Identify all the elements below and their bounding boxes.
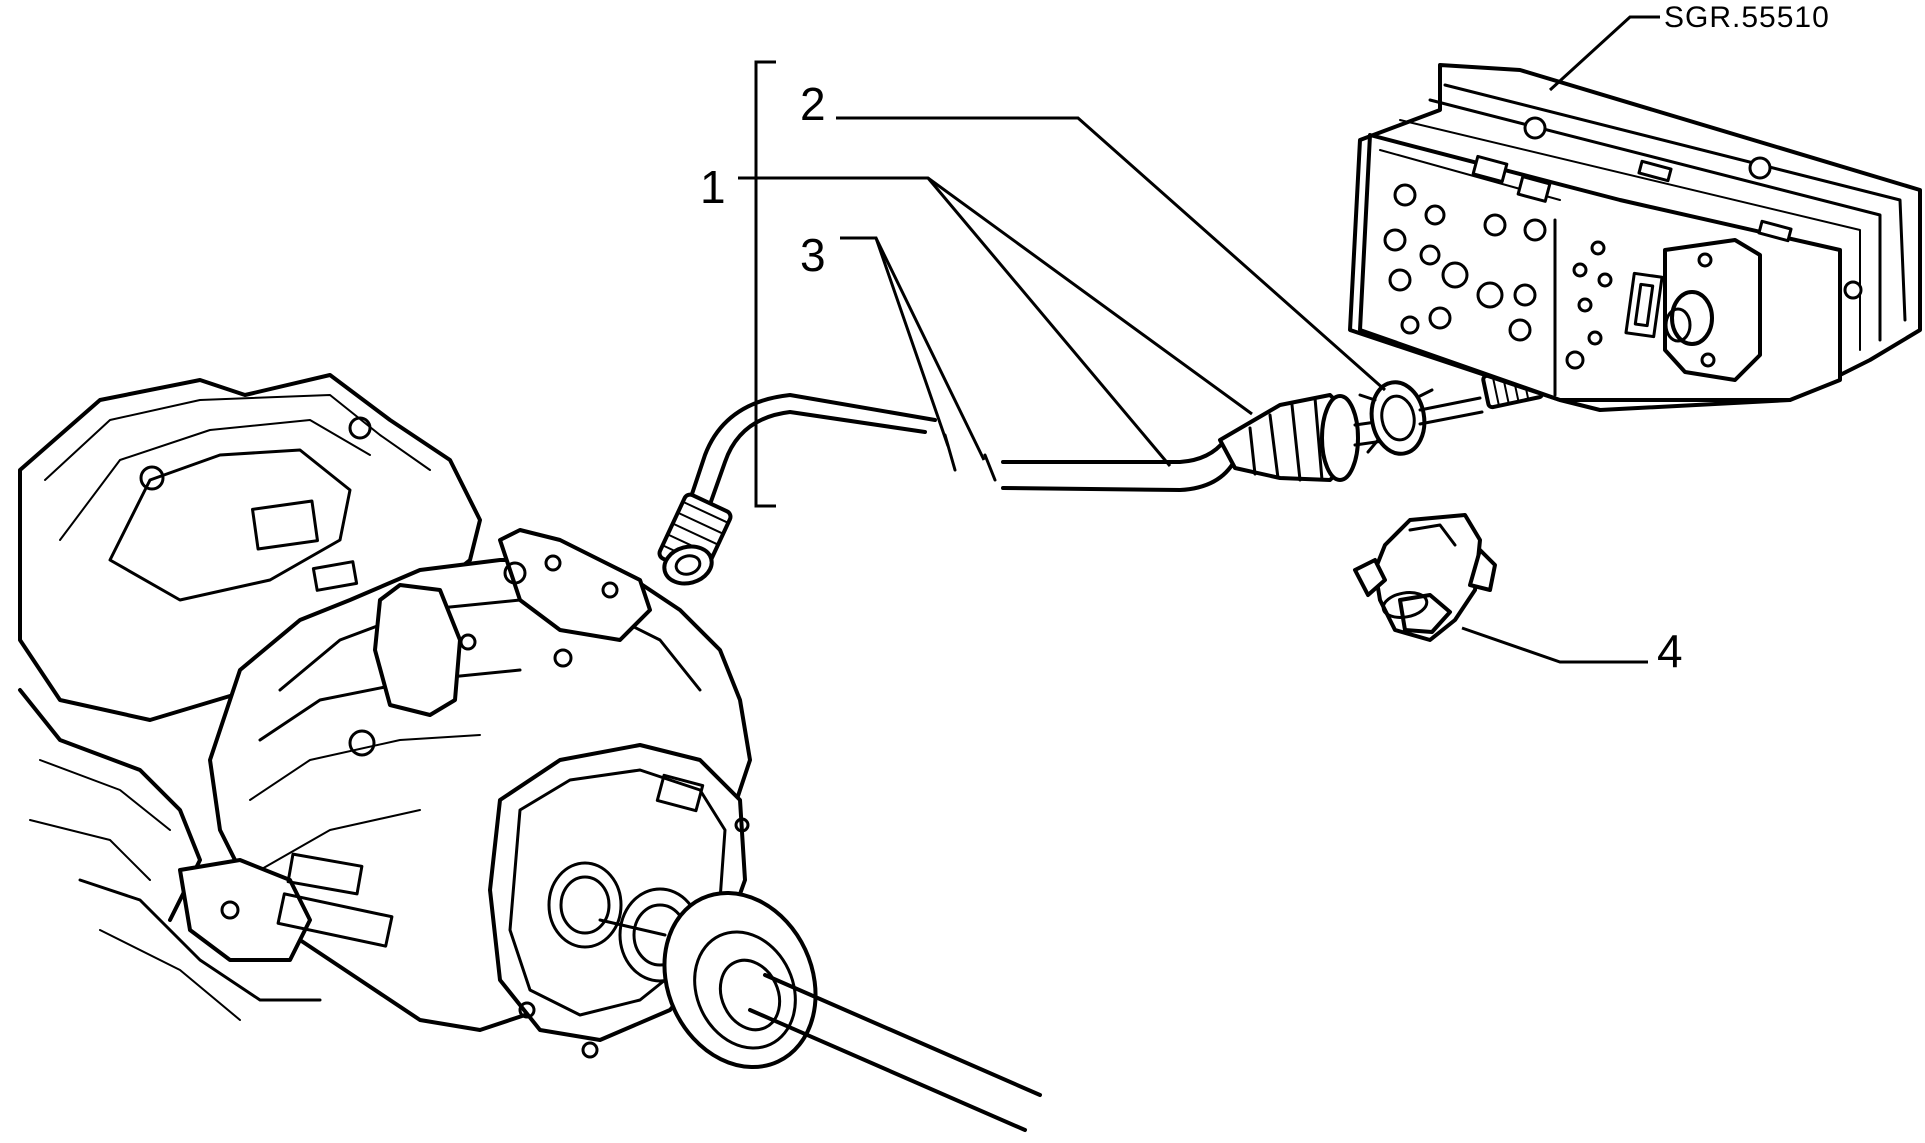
callout-4: 4 [1657,625,1683,677]
callout-3: 3 [800,229,826,281]
cable-grommet [1358,380,1434,456]
drawing-reference: SGR.55510 [1664,1,1830,34]
callout-1: 1 [700,161,726,213]
speedometer-cable [657,393,1392,586]
gearbox-assembly [18,373,1042,1132]
instrument-cluster [1348,63,1922,412]
callout-2: 2 [800,78,826,130]
retaining-clip [1353,513,1497,642]
leader-lines [738,15,1660,664]
